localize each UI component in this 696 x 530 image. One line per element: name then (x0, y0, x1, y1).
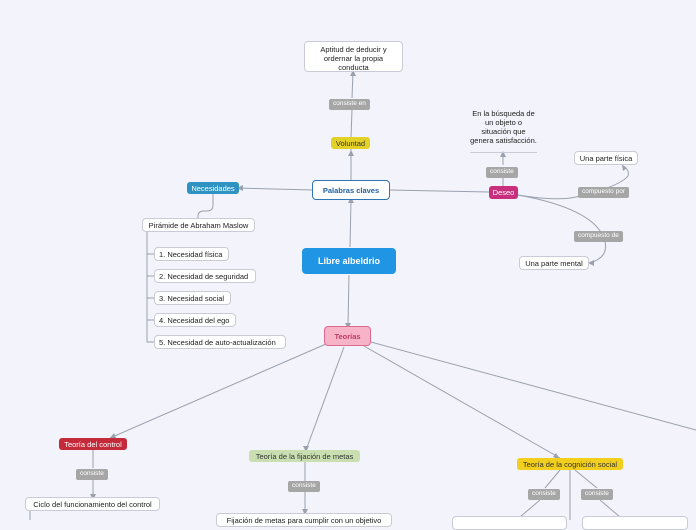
need-item[interactable]: 2. Necesidad de seguridad (154, 269, 256, 283)
link-label-compuesto-por: compuesto por (578, 187, 629, 198)
parte-fisica-node[interactable]: Una parte física (574, 151, 638, 165)
need-item[interactable]: 1. Necesidad física (154, 247, 229, 261)
parte-mental-node[interactable]: Una parte mental (519, 256, 589, 270)
need-item[interactable]: 3. Necesidad social (154, 291, 231, 305)
link-label-consiste-en: consiste en (329, 99, 370, 110)
cognicion-child-node[interactable] (582, 516, 688, 530)
teoria-metas-node[interactable]: Teoría de la fijación de metas (249, 450, 360, 462)
ciclo-control-node[interactable]: Ciclo del funcionamiento del control (25, 497, 160, 511)
link-label-compuesto-de: compuesto de (574, 231, 623, 242)
piramide-maslow-node[interactable]: Pirámide de Abraham Maslow (142, 218, 255, 232)
voluntad-definition[interactable]: Aptitud de deducir y ordernar la propia … (304, 41, 403, 72)
central-topic[interactable]: Libre albeldrio (302, 248, 396, 274)
teorias-node[interactable]: Teorías (324, 326, 371, 346)
voluntad-node[interactable]: Voluntad (331, 137, 370, 149)
need-item[interactable]: 5. Necesidad de auto-actualización (154, 335, 286, 349)
necesidades-node[interactable]: Necesidades (187, 182, 239, 194)
deseo-node[interactable]: Deseo (489, 186, 518, 199)
link-label-consiste: consiste (581, 489, 613, 500)
deseo-definition[interactable]: En la búsqueda de un objeto o situación … (470, 109, 537, 153)
teoria-cognicion-node[interactable]: Teoría de la cognición social (517, 458, 623, 470)
need-item[interactable]: 4. Necesidad del ego (154, 313, 236, 327)
palabras-claves-node[interactable]: Palabras claves (312, 180, 390, 200)
link-label-consiste: consiste (288, 481, 320, 492)
link-label-consiste: consiste (486, 167, 518, 178)
link-label-consiste: consiste (528, 489, 560, 500)
teoria-control-node[interactable]: Teoría del control (59, 438, 127, 450)
metas-definition[interactable]: Fijación de metas para cumplir con un ob… (216, 513, 392, 527)
cognicion-child-node[interactable] (452, 516, 567, 530)
link-label-consiste: consiste (76, 469, 108, 480)
